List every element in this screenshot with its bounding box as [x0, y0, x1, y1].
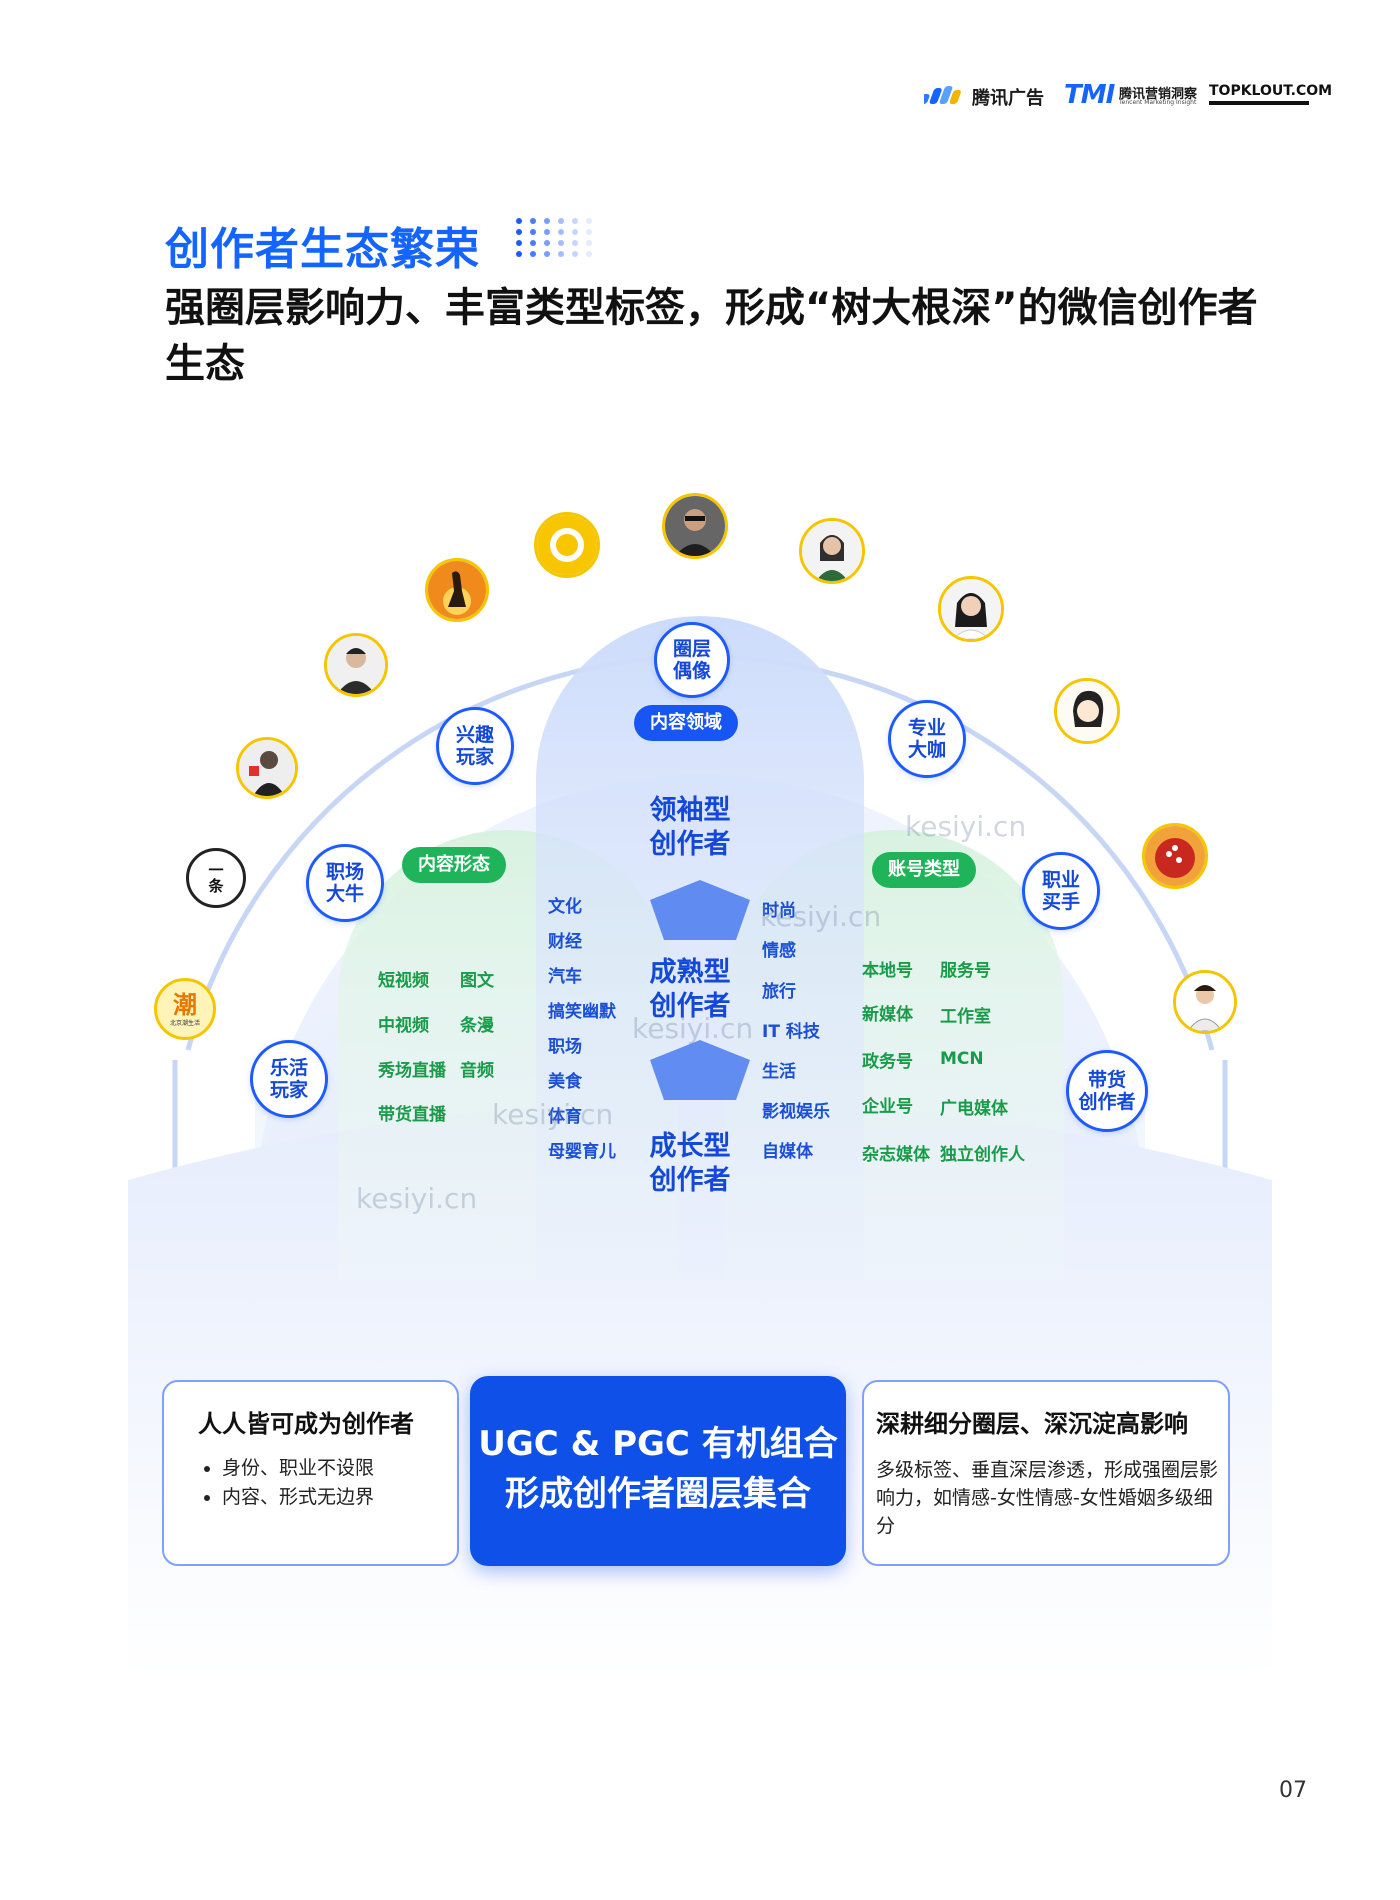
avatar-illustration	[1054, 678, 1120, 744]
yellow-ring-logo-icon	[537, 515, 597, 575]
account-type-tag: 独立创作人	[940, 1145, 1025, 1165]
tmi-logo: TMI	[1064, 80, 1115, 110]
sunset-silhouette-icon	[428, 561, 486, 619]
domain-tag: 时尚	[762, 901, 796, 921]
domain-tag: 美食	[548, 1072, 582, 1092]
account-type-tag: 服务号	[940, 961, 991, 981]
content-form-tag: 秀场直播	[378, 1061, 446, 1081]
person-portrait-icon	[802, 521, 862, 581]
card-bullet-list: 身份、职业不设限 内容、形式无边界	[200, 1454, 374, 1512]
ring-node-circle-idol: 圈层 偶像	[654, 622, 730, 698]
avatar-yitiao: 一 条	[186, 848, 246, 908]
domain-tag: 影视娱乐	[762, 1102, 830, 1122]
page-subtitle: 强圈层影响力、丰富类型标签，形成“树大根深”的微信创作者生态	[165, 285, 1258, 387]
account-type-tag: 广电媒体	[940, 1099, 1008, 1119]
card-ugc-pgc: UGC & PGC 有机组合 形成创作者圈层集合	[470, 1376, 846, 1566]
domain-tag: 母婴育儿	[548, 1142, 616, 1162]
content-form-tag: 条漫	[460, 1016, 494, 1036]
avatar-chao: 潮 北京潮生活	[154, 978, 216, 1040]
person-portrait-icon	[239, 740, 295, 796]
tmi-logo-cn: 腾讯营销洞察	[1119, 87, 1198, 102]
domain-tag: 生活	[762, 1062, 796, 1082]
tencent-ads-logo-text: 腾讯广告	[972, 88, 1044, 109]
domain-tag: 文化	[548, 897, 582, 917]
watermark: kesiyi.cn	[905, 810, 1027, 843]
card-bullet: 身份、职业不设限	[222, 1454, 374, 1483]
watermark: kesiyi.cn	[356, 1182, 478, 1215]
ring-node-professional-buyer: 职业 买手	[1022, 852, 1100, 930]
avatar-yellow-ring	[534, 512, 600, 578]
content-form-tag: 带货直播	[378, 1105, 446, 1125]
domain-tag: 财经	[548, 932, 582, 952]
domain-tag: IT 科技	[762, 1022, 820, 1042]
avatar-chao-sub: 北京潮生活	[169, 1019, 200, 1027]
account-type-tag: 本地号	[862, 961, 913, 981]
ring-node-professional-expert: 专业 大咖	[888, 700, 966, 778]
page-number: 07	[1279, 1778, 1307, 1803]
ring-node-workplace-leader: 职场 大牛	[306, 844, 384, 922]
person-portrait-icon	[941, 579, 1001, 639]
account-type-tag: MCN	[940, 1049, 984, 1069]
card-everyone-creator: 人人皆可成为创作者 身份、职业不设限 内容、形式无边界	[162, 1380, 459, 1566]
watermark: kesiyi.cn	[632, 1012, 754, 1045]
avatar-silhouette	[425, 558, 489, 622]
decorative-dots-icon	[516, 218, 592, 257]
account-type-tag: 政务号	[862, 1052, 913, 1072]
content-form-tag: 音频	[460, 1061, 494, 1081]
avatar-person-1	[236, 737, 298, 799]
avatar-chao-text: 潮	[172, 990, 197, 1019]
tier-mature-creator: 成熟型 创作者	[649, 957, 731, 1022]
page-title: 创作者生态繁荣	[165, 224, 480, 275]
domain-tag: 自媒体	[762, 1142, 813, 1162]
person-portrait-icon	[665, 496, 725, 556]
account-type-tag: 企业号	[862, 1097, 913, 1117]
food-dish-icon	[1145, 826, 1205, 886]
avatar-person-2	[324, 633, 388, 697]
content-form-tag: 中视频	[378, 1016, 429, 1036]
center-card-line-2: 形成创作者圈层集合	[505, 1474, 811, 1514]
pill-content-form: 内容形态	[402, 847, 506, 883]
account-type-tag: 工作室	[940, 1007, 991, 1027]
ring-node-sales-creator: 带货 创作者	[1066, 1050, 1148, 1132]
domain-tag: 情感	[762, 941, 796, 961]
topklout-logo: TOPKLOUT.COM	[1209, 83, 1333, 99]
illustrated-person-icon	[1057, 681, 1117, 741]
header-logos: 腾讯广告 TMI 腾讯营销洞察 Tencent Marketing Insigh…	[924, 80, 1332, 110]
domain-tag: 体育	[548, 1107, 582, 1127]
card-deep-circles: 深耕细分圈层、深沉淀高影响 多级标签、垂直深层渗透，形成强圈层影响力，如情感-女…	[862, 1380, 1230, 1566]
avatar-person-5	[938, 576, 1004, 642]
ring-node-lifestyle-player: 乐活 玩家	[250, 1040, 328, 1118]
pill-account-type: 账号类型	[872, 852, 976, 888]
topklout-logo-bar	[1209, 101, 1309, 105]
watermark: kesiyi.cn	[760, 900, 882, 933]
person-portrait-icon	[1176, 973, 1234, 1031]
domain-tag: 职场	[548, 1037, 582, 1057]
avatar-person-6	[1173, 970, 1237, 1034]
person-portrait-icon	[327, 636, 385, 694]
account-type-tag: 新媒体	[862, 1005, 913, 1025]
watermark: kesiyi.cn	[492, 1098, 614, 1131]
avatar-yitiao-text: 一 条	[208, 861, 224, 895]
pill-content-domain: 内容领域	[634, 705, 738, 741]
tier-leader-creator: 领袖型 创作者	[649, 795, 731, 860]
card-text: 多级标签、垂直深层渗透，形成强圈层影响力，如情感-女性情感-女性婚姻多级细分	[876, 1459, 1219, 1537]
avatar-person-3	[662, 493, 728, 559]
domain-tag: 汽车	[548, 967, 582, 987]
card-title: 人人皆可成为创作者	[198, 1410, 414, 1438]
content-form-tag: 短视频	[378, 971, 429, 991]
account-type-tag: 杂志媒体	[862, 1145, 930, 1165]
content-form-tag: 图文	[460, 971, 494, 991]
tencent-ads-logo-icon	[924, 86, 961, 104]
card-bullet: 内容、形式无边界	[222, 1483, 374, 1512]
domain-tag: 旅行	[762, 982, 796, 1002]
tier-growth-creator: 成长型 创作者	[649, 1131, 731, 1196]
avatar-person-4	[799, 518, 865, 584]
tmi-logo-en: Tencent Marketing Insight	[1119, 99, 1197, 106]
center-card-line-1: UGC & PGC 有机组合	[478, 1424, 838, 1464]
domain-tag: 搞笑幽默	[548, 1002, 616, 1022]
ring-node-interest-player: 兴趣 玩家	[436, 707, 514, 785]
card-title: 深耕细分圈层、深沉淀高影响	[876, 1410, 1188, 1438]
avatar-food	[1142, 823, 1208, 889]
